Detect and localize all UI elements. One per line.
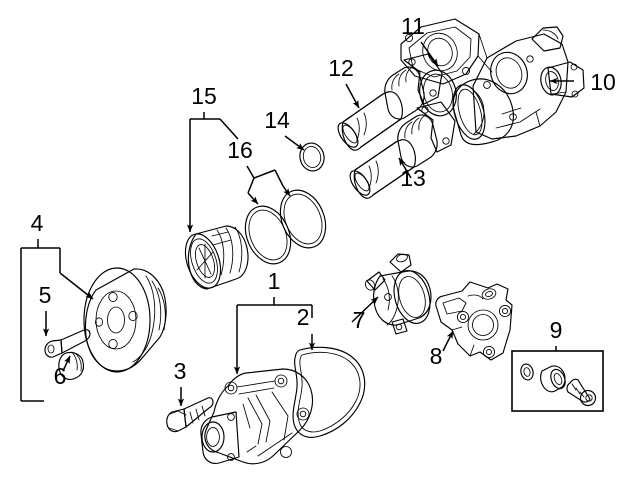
- leader-12: [345, 83, 360, 109]
- leader-11: [420, 41, 439, 67]
- part-pulley-bolt: [44, 329, 91, 358]
- leader-14: [284, 135, 305, 151]
- callout-label-1: 1: [268, 268, 281, 294]
- callout-label-6: 6: [54, 363, 67, 389]
- hardware-kit-frame: [511, 350, 604, 412]
- leader-16: [246, 165, 291, 205]
- part-pulley-nut-cap: [58, 351, 85, 381]
- part-thermostat: [184, 225, 249, 290]
- callout-label-10: 10: [590, 69, 616, 95]
- callout-label-5: 5: [39, 282, 52, 308]
- leader-4: [20, 239, 94, 402]
- callout-label-4: 4: [31, 210, 44, 236]
- leader-7: [351, 296, 379, 323]
- leader-6: [62, 355, 71, 372]
- callout-label-15: 15: [191, 83, 217, 109]
- part-pump-mounting-bracket: [435, 281, 513, 361]
- callout-label-2: 2: [297, 304, 310, 330]
- leader-15: [186, 112, 239, 233]
- part-hardware-kit-box: [511, 350, 604, 412]
- part-drive-pulley: [83, 267, 167, 373]
- callout-label-16: 16: [227, 137, 253, 163]
- callout-label-14: 14: [264, 107, 290, 133]
- leader-8: [442, 330, 454, 352]
- part-water-pump-gasket: [292, 346, 366, 438]
- leader-13: [398, 157, 412, 179]
- callout-label-9: 9: [550, 317, 563, 343]
- part-coolant-pipe-lower: [349, 101, 456, 199]
- callout-label-13: 13: [400, 165, 426, 191]
- callout-label-12: 12: [328, 55, 354, 81]
- part-water-pump-assembly: [200, 368, 314, 465]
- callout-label-7: 7: [353, 307, 366, 333]
- leader-1: [233, 297, 313, 375]
- callout-label-3: 3: [174, 358, 187, 384]
- part-thermostat-o-ring-pair: [244, 189, 327, 265]
- part-coolant-pipe-upper: [337, 53, 443, 151]
- part-thermostat-housing: [400, 18, 585, 146]
- callout-label-11: 11: [401, 13, 425, 39]
- part-small-o-ring: [299, 142, 325, 172]
- part-pump-mounting-bolt: [166, 397, 214, 433]
- callout-label-8: 8: [430, 343, 443, 369]
